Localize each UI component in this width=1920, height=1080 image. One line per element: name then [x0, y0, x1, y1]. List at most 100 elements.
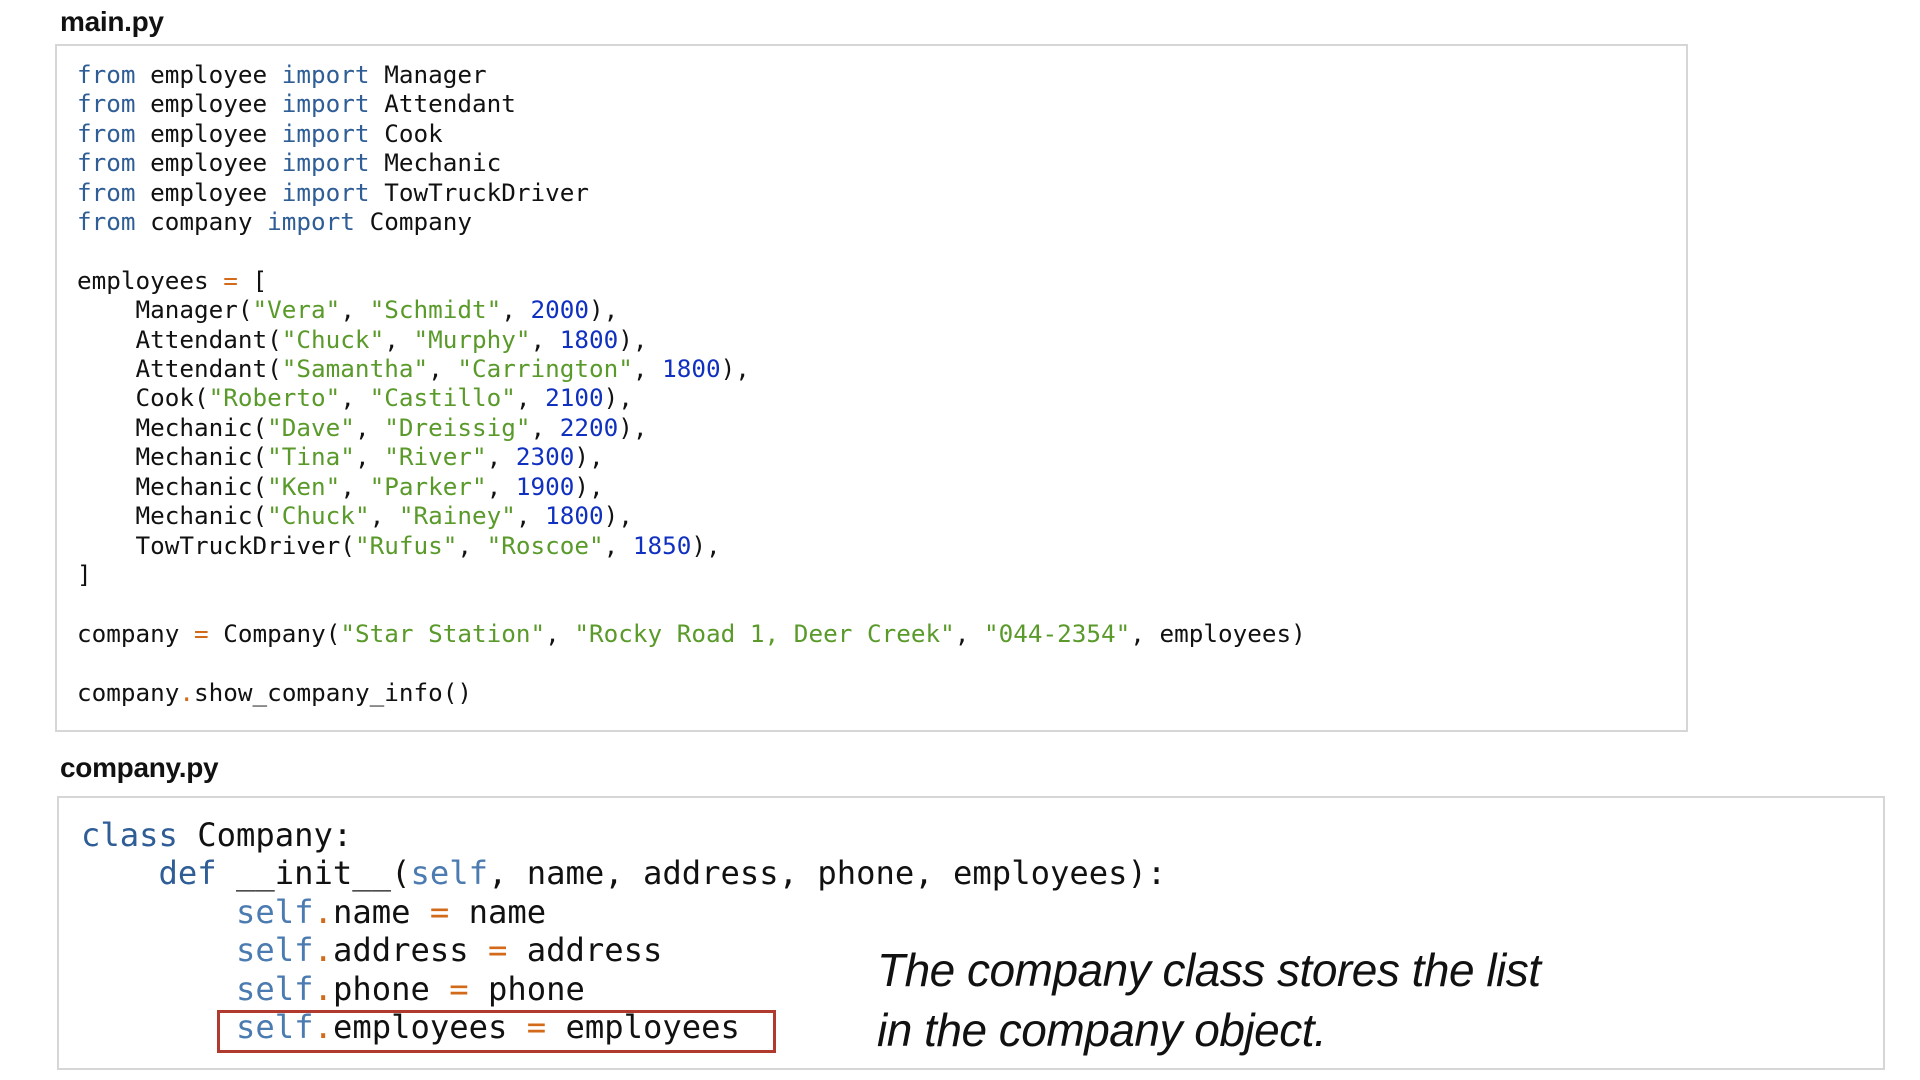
code-line: self.employees = employees	[81, 1008, 740, 1046]
code-token: "Carrington"	[457, 354, 633, 384]
code-token: 2100	[545, 383, 604, 413]
code-token: Mechanic(	[77, 412, 268, 442]
code-token: 2200	[559, 412, 619, 442]
code-token: employee	[135, 177, 282, 207]
main-py-code-block: from employee import Manager from employ…	[55, 44, 1688, 732]
code-token: name	[449, 892, 547, 931]
code-token: "River"	[384, 442, 487, 472]
employees-assignment-highlight	[217, 1010, 776, 1053]
code-token: 1850	[632, 530, 692, 560]
code-token: from	[77, 60, 136, 89]
code-line: from employee import Attendant	[77, 89, 516, 118]
code-token: ,	[369, 501, 399, 531]
code-token: , employees)	[1130, 618, 1306, 648]
code-token: ,	[340, 471, 370, 501]
code-token	[81, 1008, 236, 1046]
code-token: "Rocky Road 1, Deer Creek"	[574, 618, 955, 648]
code-token: "Roscoe"	[486, 530, 604, 560]
code-token: employee	[135, 148, 282, 178]
annotation-line-2: in the company object.	[877, 1004, 1327, 1056]
code-token: employee	[135, 89, 282, 119]
code-token: .	[313, 931, 333, 970]
code-token: import	[267, 207, 355, 237]
code-token: ,	[340, 295, 370, 325]
code-line: self.phone = phone	[81, 970, 585, 1008]
code-token: ]	[77, 559, 92, 589]
code-token: import	[281, 177, 370, 207]
code-token: ,	[515, 501, 546, 531]
code-token: ),	[603, 383, 633, 413]
code-token: "Samantha"	[281, 354, 429, 384]
code-token: employee	[135, 118, 282, 148]
code-token: =	[429, 892, 450, 931]
code-token: "Rainey"	[398, 501, 516, 531]
code-token: "044-2354"	[983, 618, 1131, 648]
code-token: "Dave"	[267, 412, 355, 442]
code-token: from	[77, 118, 136, 148]
annotation-line-1: The company class stores the list	[877, 944, 1541, 996]
code-token: , name, address, phone, employees):	[487, 854, 1167, 893]
code-token: ),	[574, 471, 604, 501]
code-line: from company import Company	[77, 207, 472, 236]
code-line: Cook("Roberto", "Castillo", 2100),	[77, 383, 633, 412]
code-token: Mechanic	[369, 148, 502, 178]
code-token: ),	[720, 354, 750, 384]
code-token: company	[135, 207, 268, 237]
code-token: "Schmidt"	[369, 295, 502, 325]
code-token: TowTruckDriver	[369, 177, 589, 207]
main-py-title: main.py	[60, 6, 164, 37]
code-token: "Rufus"	[354, 530, 458, 560]
code-line: Mechanic("Tina", "River", 2300),	[77, 442, 604, 471]
code-token: self	[410, 854, 488, 893]
code-token: import	[281, 89, 370, 119]
code-token: .	[179, 677, 195, 707]
code-line: ]	[77, 560, 92, 589]
code-token: Manager(	[77, 295, 253, 325]
code-line: from employee import Mechanic	[77, 148, 501, 177]
code-line: def __init__(self, name, address, phone,…	[81, 854, 1167, 893]
code-token: ,	[457, 530, 487, 560]
code-token: employees	[332, 1008, 527, 1047]
company-py-code: class Company: def __init__(self, name, …	[81, 816, 1166, 1046]
code-token: from	[77, 89, 136, 119]
code-token: ),	[618, 324, 648, 354]
code-token: ),	[618, 412, 648, 442]
code-token	[81, 970, 236, 1008]
code-token: =	[223, 265, 238, 295]
code-token: .	[313, 892, 333, 931]
code-token: =	[526, 1008, 547, 1047]
company-py-code-block: class Company: def __init__(self, name, …	[57, 796, 1885, 1070]
code-token: Mechanic(	[77, 501, 268, 531]
code-token	[81, 854, 159, 892]
code-token: 1800	[559, 324, 619, 354]
code-token: show_company_info()	[194, 677, 472, 707]
code-token: Company(	[208, 618, 341, 648]
code-token: "Vera"	[252, 295, 341, 325]
code-token: ,	[486, 442, 516, 472]
code-line: from employee import Manager	[77, 60, 487, 89]
code-token: ,	[384, 324, 414, 354]
code-token: ,	[530, 324, 560, 354]
code-token: "Castillo"	[369, 383, 516, 413]
code-token: .	[313, 1008, 333, 1047]
code-token: company	[77, 677, 180, 707]
code-token: "Parker"	[369, 471, 487, 501]
code-token: phone	[468, 969, 585, 1008]
code-token: def	[158, 854, 217, 893]
code-token: =	[449, 969, 469, 1008]
code-token: name	[332, 892, 430, 931]
code-token: ,	[603, 530, 633, 560]
code-token: "Star Station"	[340, 618, 546, 648]
code-token: 1800	[545, 501, 604, 531]
code-token: .	[313, 969, 333, 1008]
code-token: from	[77, 148, 136, 178]
code-token: ,	[501, 295, 531, 325]
code-token: Cook(	[77, 383, 209, 413]
code-token: Attendant(	[77, 354, 282, 384]
code-token: =	[194, 618, 209, 648]
code-token: Company	[354, 207, 472, 237]
code-token: Mechanic(	[77, 442, 268, 472]
code-line: Mechanic("Ken", "Parker", 1900),	[77, 472, 604, 501]
code-token: import	[281, 148, 370, 178]
code-token: 2300	[515, 442, 575, 472]
